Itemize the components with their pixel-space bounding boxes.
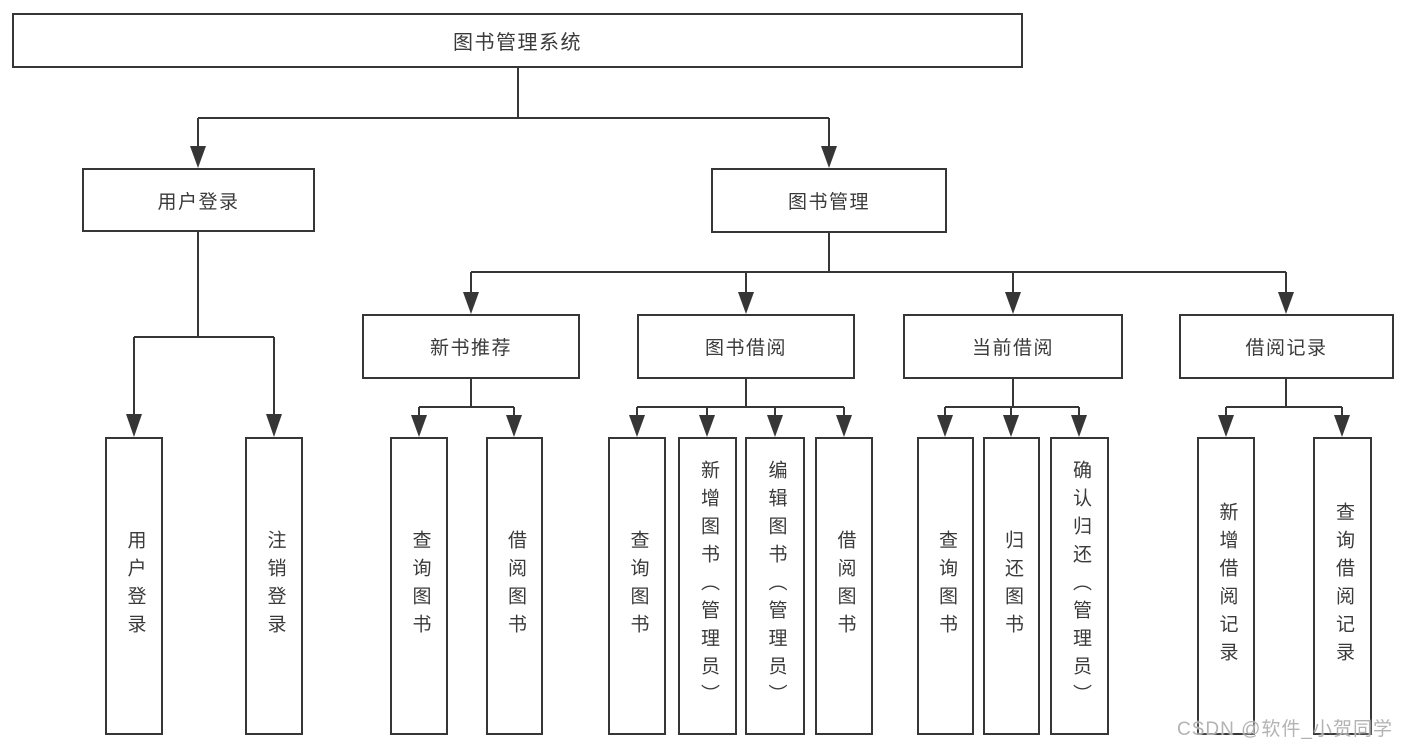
leaf-label: 用户登录 <box>124 530 146 642</box>
leaf-label: 注销登录 <box>264 530 286 642</box>
arrowhead <box>1071 415 1087 437</box>
leaf-borrow-books: 借阅图书 <box>815 437 873 735</box>
leaf-query-borrow-record: 查询借阅记录 <box>1313 437 1372 735</box>
node-user-login-branch: 用户登录 <box>82 168 315 232</box>
arrowhead <box>1003 415 1019 437</box>
leaf-confirm-return-admin: 确认归还（管理员） <box>1050 437 1109 735</box>
node-book-management: 图书管理 <box>711 168 947 233</box>
node-book-borrowing: 图书借阅 <box>637 314 855 379</box>
arrowhead <box>266 414 282 437</box>
arrowhead <box>836 415 852 437</box>
leaf-label: 新增借阅记录 <box>1216 502 1238 670</box>
leaf-borrow-books-recommend: 借阅图书 <box>486 437 543 735</box>
arrowhead <box>767 415 783 437</box>
node-label: 图书借阅 <box>704 338 787 359</box>
arrowhead <box>738 292 754 314</box>
arrowhead <box>1218 415 1234 437</box>
arrowhead <box>629 415 645 437</box>
leaf-label: 借阅图书 <box>834 530 856 642</box>
leaf-label: 归还图书 <box>1001 530 1023 642</box>
arrowhead <box>937 415 953 437</box>
leaf-label: 查询图书 <box>935 530 957 642</box>
leaf-add-books-admin: 新增图书（管理员） <box>678 437 737 735</box>
node-label: 图书管理 <box>787 192 870 213</box>
arrowhead <box>699 415 715 437</box>
arrowhead <box>411 415 427 437</box>
node-label: 当前借阅 <box>971 338 1054 359</box>
arrowhead <box>821 146 837 168</box>
node-current-borrowing: 当前借阅 <box>903 314 1123 379</box>
arrowhead <box>506 415 522 437</box>
leaf-return-books: 归还图书 <box>983 437 1040 735</box>
node-label: 用户登录 <box>157 191 240 213</box>
leaf-label: 新增图书（管理员） <box>697 460 719 712</box>
csdn-watermark: CSDN @软件_小贺同学 <box>1177 719 1393 740</box>
leaf-label: 查询图书 <box>627 530 649 642</box>
leaf-logout: 注销登录 <box>245 437 303 735</box>
arrowhead <box>1334 415 1350 437</box>
arrowhead <box>126 414 142 437</box>
arrowheads <box>126 146 1350 437</box>
leaf-edit-books-admin: 编辑图书（管理员） <box>745 437 805 735</box>
leaf-label: 编辑图书（管理员） <box>765 460 787 712</box>
leaf-query-books-recommend: 查询图书 <box>390 437 448 735</box>
node-borrowing-records: 借阅记录 <box>1179 314 1394 379</box>
leaf-query-books-borrowing: 查询图书 <box>608 437 666 735</box>
arrowhead <box>1278 292 1294 314</box>
leaf-user-login: 用户登录 <box>105 437 163 735</box>
node-label: 新书推荐 <box>429 338 512 359</box>
leaf-add-borrow-record: 新增借阅记录 <box>1197 437 1255 735</box>
arrowhead <box>1005 292 1021 314</box>
arrowhead <box>190 146 206 168</box>
leaf-label: 确认归还（管理员） <box>1069 460 1091 712</box>
node-library-management-system: 图书管理系统 <box>12 13 1023 68</box>
node-label: 图书管理系统 <box>453 32 582 54</box>
node-new-book-recommendation: 新书推荐 <box>362 314 580 379</box>
arrowhead <box>463 292 479 314</box>
leaf-label: 借阅图书 <box>504 530 526 642</box>
leaf-query-books-current: 查询图书 <box>917 437 974 735</box>
leaf-label: 查询图书 <box>409 530 431 642</box>
leaf-label: 查询借阅记录 <box>1332 502 1354 670</box>
node-label: 借阅记录 <box>1245 338 1328 359</box>
